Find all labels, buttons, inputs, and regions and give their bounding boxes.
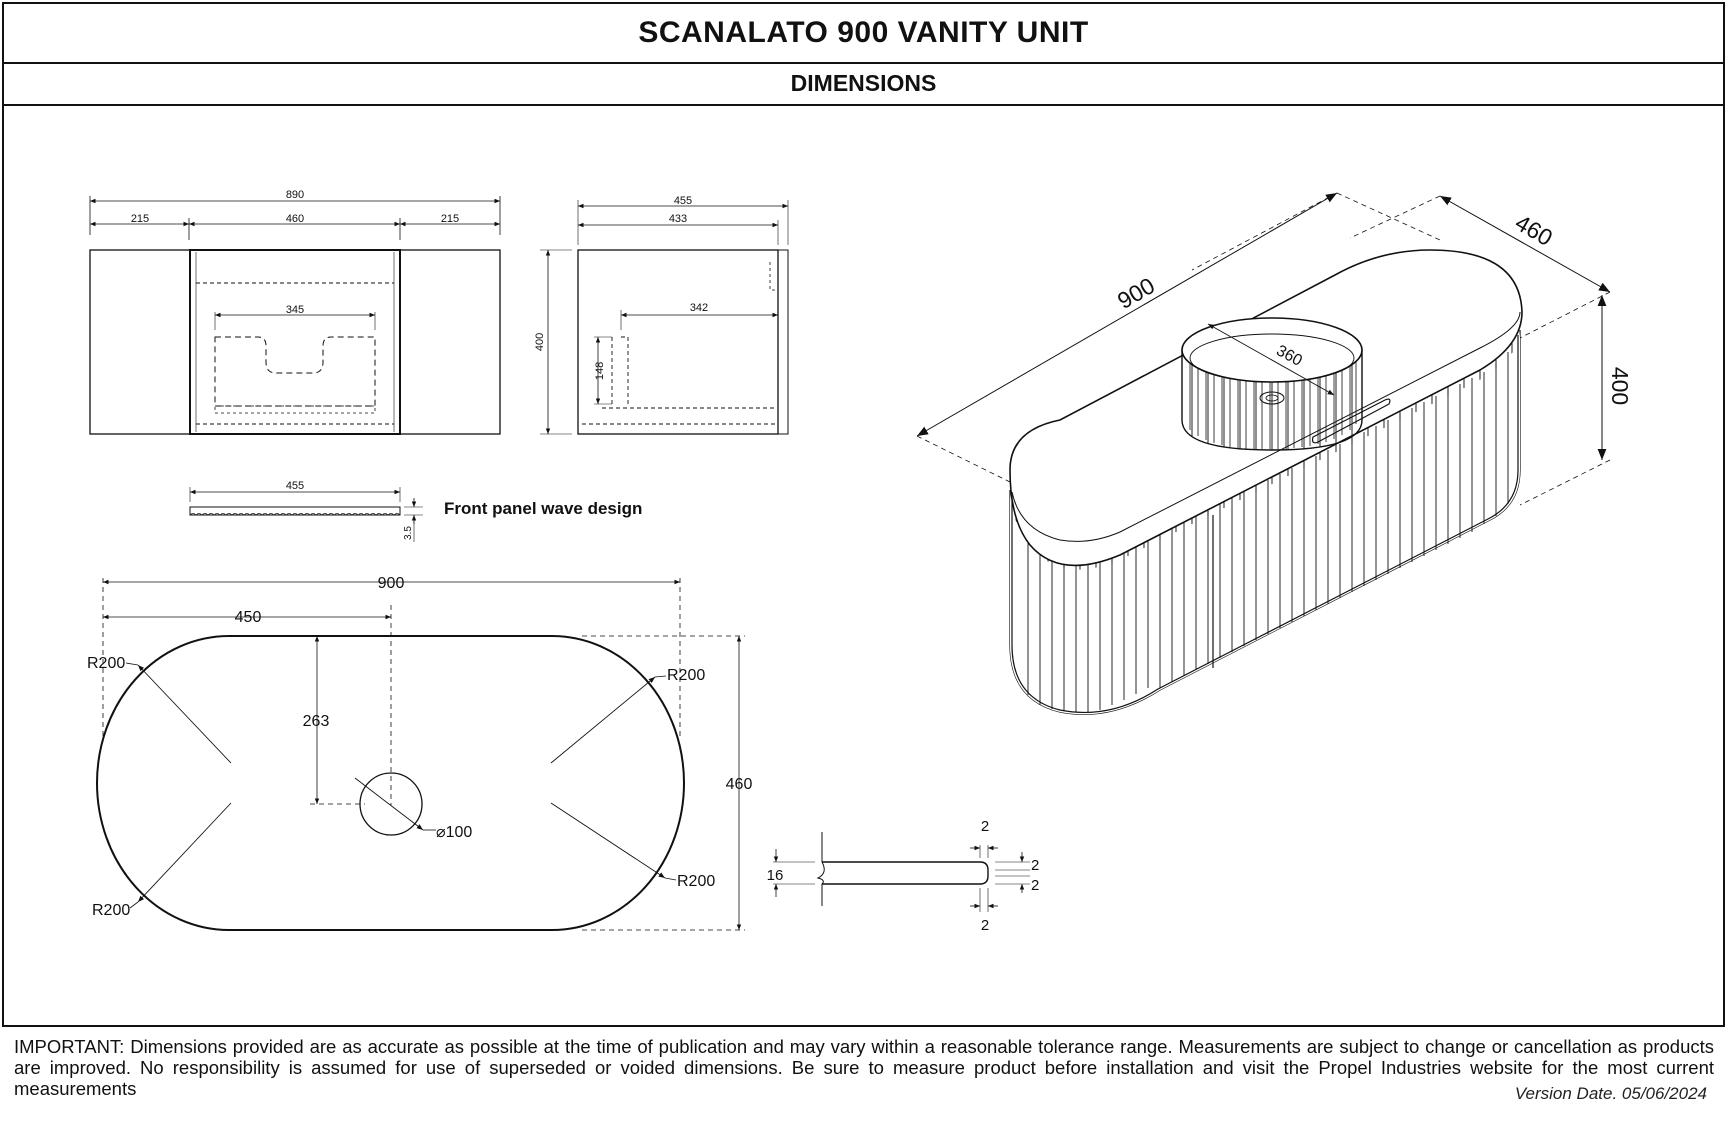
iso-dim-400: 400	[1607, 367, 1633, 405]
dim-2-right-lower: 2	[1031, 877, 1039, 894]
radius-bottom-left: R200	[92, 902, 130, 919]
important-label: IMPORTANT:	[14, 1036, 125, 1057]
edge-profile	[773, 832, 1030, 912]
dim-263: 263	[303, 713, 330, 730]
dim-3-5: 3.5	[403, 526, 414, 540]
front-view	[89, 196, 501, 435]
iso-dim-900: 900	[1113, 272, 1159, 314]
dim-2-right-upper: 2	[1031, 857, 1039, 874]
wave-panel-label: Front panel wave design	[444, 499, 642, 518]
dim-16: 16	[767, 867, 784, 884]
dim-455-side: 455	[674, 195, 692, 207]
page-title: SCANALATO 900 VANITY UNIT	[4, 4, 1723, 64]
dim-433: 433	[669, 213, 687, 225]
version-date: Version Date. 05/06/2024	[1514, 1084, 1707, 1103]
dim-455-wave: 455	[286, 480, 304, 492]
dim-345: 345	[286, 304, 304, 316]
dim-890: 890	[286, 189, 304, 201]
dim-450: 450	[235, 609, 262, 626]
dim-215-right: 215	[441, 213, 459, 225]
radius-top-left: R200	[87, 655, 125, 672]
dim-waste-diameter: ⌀100	[436, 824, 472, 841]
dim-400-side: 400	[534, 333, 546, 351]
title-text: SCANALATO 900 VANITY UNIT	[638, 16, 1089, 49]
dim-148: 148	[594, 362, 606, 380]
dim-2-top: 2	[981, 818, 989, 835]
top-plan	[96, 578, 745, 931]
dim-2-bottom: 2	[981, 917, 989, 934]
disclaimer-text: Dimensions provided are as accurate as p…	[14, 1036, 1715, 1099]
drawing-sheet: SCANALATO 900 VANITY UNIT DIMENSIONS	[2, 2, 1725, 1027]
isometric-view	[916, 192, 1611, 715]
side-view	[540, 200, 789, 435]
section-subtitle: DIMENSIONS	[4, 62, 1723, 106]
dim-900-plan: 900	[378, 575, 405, 592]
radius-bottom-right: R200	[677, 873, 715, 890]
radius-top-right: R200	[667, 667, 705, 684]
dim-342: 342	[690, 302, 708, 314]
dim-460-center: 460	[286, 213, 304, 225]
subtitle-text: DIMENSIONS	[790, 69, 937, 96]
dim-460-plan: 460	[726, 776, 753, 793]
iso-dim-460: 460	[1511, 209, 1557, 251]
dim-215-left: 215	[131, 213, 149, 225]
wave-panel	[189, 487, 423, 542]
disclaimer: IMPORTANT: Dimensions provided are as ac…	[14, 1036, 1714, 1099]
